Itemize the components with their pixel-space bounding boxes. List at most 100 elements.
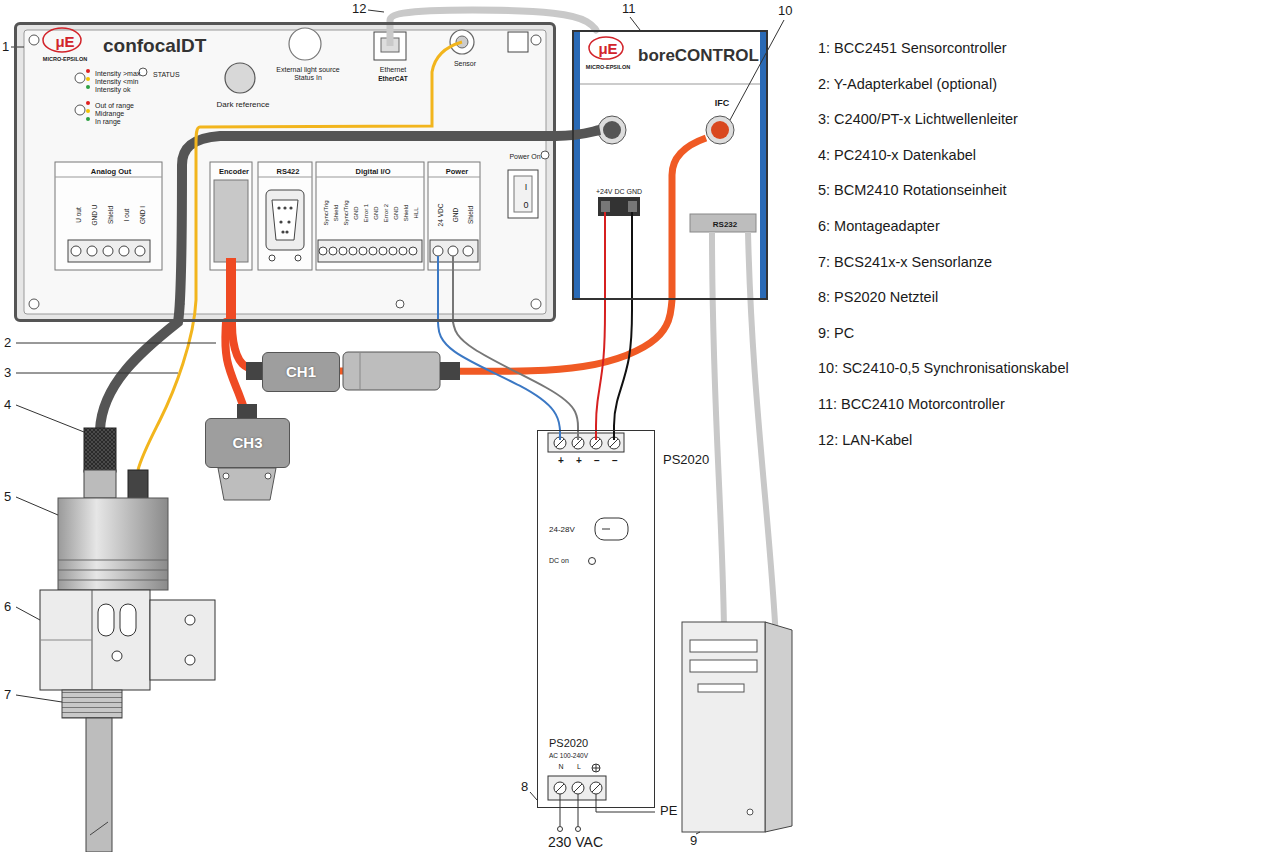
pin-label: Error 1: [363, 204, 370, 222]
device-label: MICRO-EPSILON: [586, 64, 630, 70]
pin-label: Shield: [467, 206, 474, 224]
callout-number: 3: [4, 366, 11, 381]
pin-label: GND: [393, 206, 400, 219]
part-list-item: 6: Montageadapter: [818, 218, 940, 235]
callout-number: 5: [4, 490, 11, 505]
cable: [596, 300, 605, 430]
pin-label: HLL: [413, 207, 420, 218]
pin-label: GND: [452, 208, 459, 222]
device-label: PS2020: [549, 737, 588, 750]
cable: [614, 300, 632, 430]
callout-number: 10: [778, 4, 792, 19]
device-label: Intensity >max: [95, 70, 140, 78]
part-list-item: 9: PC: [818, 325, 854, 342]
part-list-item: 1: BCC2451 Sensorcontroller: [818, 40, 1007, 57]
device-label: Out of range: [95, 102, 134, 110]
device-label: L: [577, 763, 581, 771]
connector-plug: CH1: [262, 352, 340, 392]
device-label: +: [558, 455, 564, 467]
pin-label: Shield: [403, 205, 410, 222]
callout-number: 6: [4, 600, 11, 615]
device-label: +24V DC GND: [596, 188, 642, 196]
device-label: μE: [598, 40, 617, 57]
device-label: AC 100-240V: [549, 752, 588, 759]
sensor-controller: μEMICRO-EPSILONconfocalDTIntensity >maxI…: [14, 22, 556, 322]
device-label: Dark reference: [217, 100, 270, 109]
device-label: CH3: [232, 434, 262, 451]
motor-controller: μE MICRO-EPSILON boreCONTROL IFC +24V DC GND…: [572, 30, 768, 300]
pin-label: Shield: [333, 205, 340, 222]
device-label: Analog Out: [91, 168, 131, 177]
part-list-item: 11: BCC2410 Motorcontroller: [818, 396, 1005, 413]
device-label: Power: [446, 168, 469, 177]
device-label: I: [525, 182, 528, 192]
device-label: MICRO-EPSILON: [43, 56, 87, 62]
pin-label: I out: [123, 209, 130, 222]
device-label: In range: [95, 118, 121, 126]
device-label: 0: [523, 200, 528, 210]
device-label: RS232: [713, 220, 737, 229]
callout-number: 1: [2, 40, 9, 55]
part-list-item: 5: BCM2410 Rotationseinheit: [818, 182, 1007, 199]
pin-label: GND U: [91, 205, 98, 226]
pin-label: U out: [75, 207, 82, 223]
device-label: −: [594, 455, 600, 467]
device-label: +: [576, 455, 582, 467]
device-label: 24-28V: [549, 525, 575, 534]
terminal-label: PE: [660, 804, 677, 819]
device-label: Digital I/O: [355, 168, 390, 177]
device-label: boreCONTROL: [638, 46, 759, 66]
device-label: −: [612, 455, 618, 467]
device-label: Midrange: [95, 110, 124, 118]
callout-number: 8: [521, 780, 528, 795]
device-label: confocalDT: [103, 35, 206, 57]
cable: [453, 322, 578, 430]
pin-label: GND: [353, 206, 360, 219]
device-label: CH1: [286, 363, 316, 380]
pin-label: GND I: [139, 206, 146, 224]
device-label: Intensity ok: [95, 86, 130, 94]
pin-label: Sync/Trig: [343, 200, 350, 225]
device-label: EtherCAT: [378, 75, 408, 82]
part-list-item: 4: PC2410-x Datenkabel: [818, 147, 976, 164]
part-list-item: 3: C2400/PT-x Lichtwellenleiter: [818, 111, 1018, 128]
connector-plug: CH3: [205, 418, 290, 468]
callout-number: 4: [4, 398, 11, 413]
callout-number: 9: [690, 834, 697, 849]
device-label: Power On: [509, 153, 540, 161]
device-label: DC on: [549, 557, 569, 565]
device-label: External light source Status In: [276, 66, 340, 82]
device-label: STATUS: [153, 71, 180, 79]
device-label: Intensity <min: [95, 78, 138, 86]
part-list-item: 10: SC2410-0,5 Synchronisationskabel: [818, 360, 1069, 377]
part-list-item: 7: BCS241x-x Sensorlanze: [818, 254, 992, 271]
device-label: Encoder: [219, 168, 249, 177]
cable: [225, 322, 247, 418]
pin-label: 24 VDC: [437, 204, 444, 227]
pin-label: Shield: [107, 206, 114, 224]
device-label: N: [558, 763, 563, 771]
pin-label: Sync/Trig: [323, 200, 330, 225]
power-supply: ++−−PS202024-28VDC onPS2020AC 100-240VNL: [537, 430, 655, 808]
device-label: IFC: [715, 98, 730, 108]
callout-number: 2: [4, 336, 11, 351]
callout-number: 12: [352, 2, 366, 17]
part-list-item: 2: Y-Adapterkabel (optional): [818, 76, 997, 93]
part-list-item: 8: PS2020 Netzteil: [818, 289, 938, 306]
device-label: Ethernet: [380, 66, 406, 74]
terminal-label: 230 VAC: [548, 834, 603, 850]
device-label: μE: [55, 33, 74, 50]
device-label: RS422: [277, 168, 300, 177]
pin-label: Error 2: [383, 204, 390, 222]
pin-label: GND: [373, 206, 380, 219]
cable: [438, 322, 560, 430]
callout-number: 11: [622, 2, 636, 17]
cable: [390, 10, 596, 30]
part-list-item: 12: LAN-Kabel: [818, 432, 912, 449]
callout-number: 7: [4, 688, 11, 703]
device-label: PS2020: [663, 453, 709, 468]
device-label: Sensor: [454, 60, 476, 68]
